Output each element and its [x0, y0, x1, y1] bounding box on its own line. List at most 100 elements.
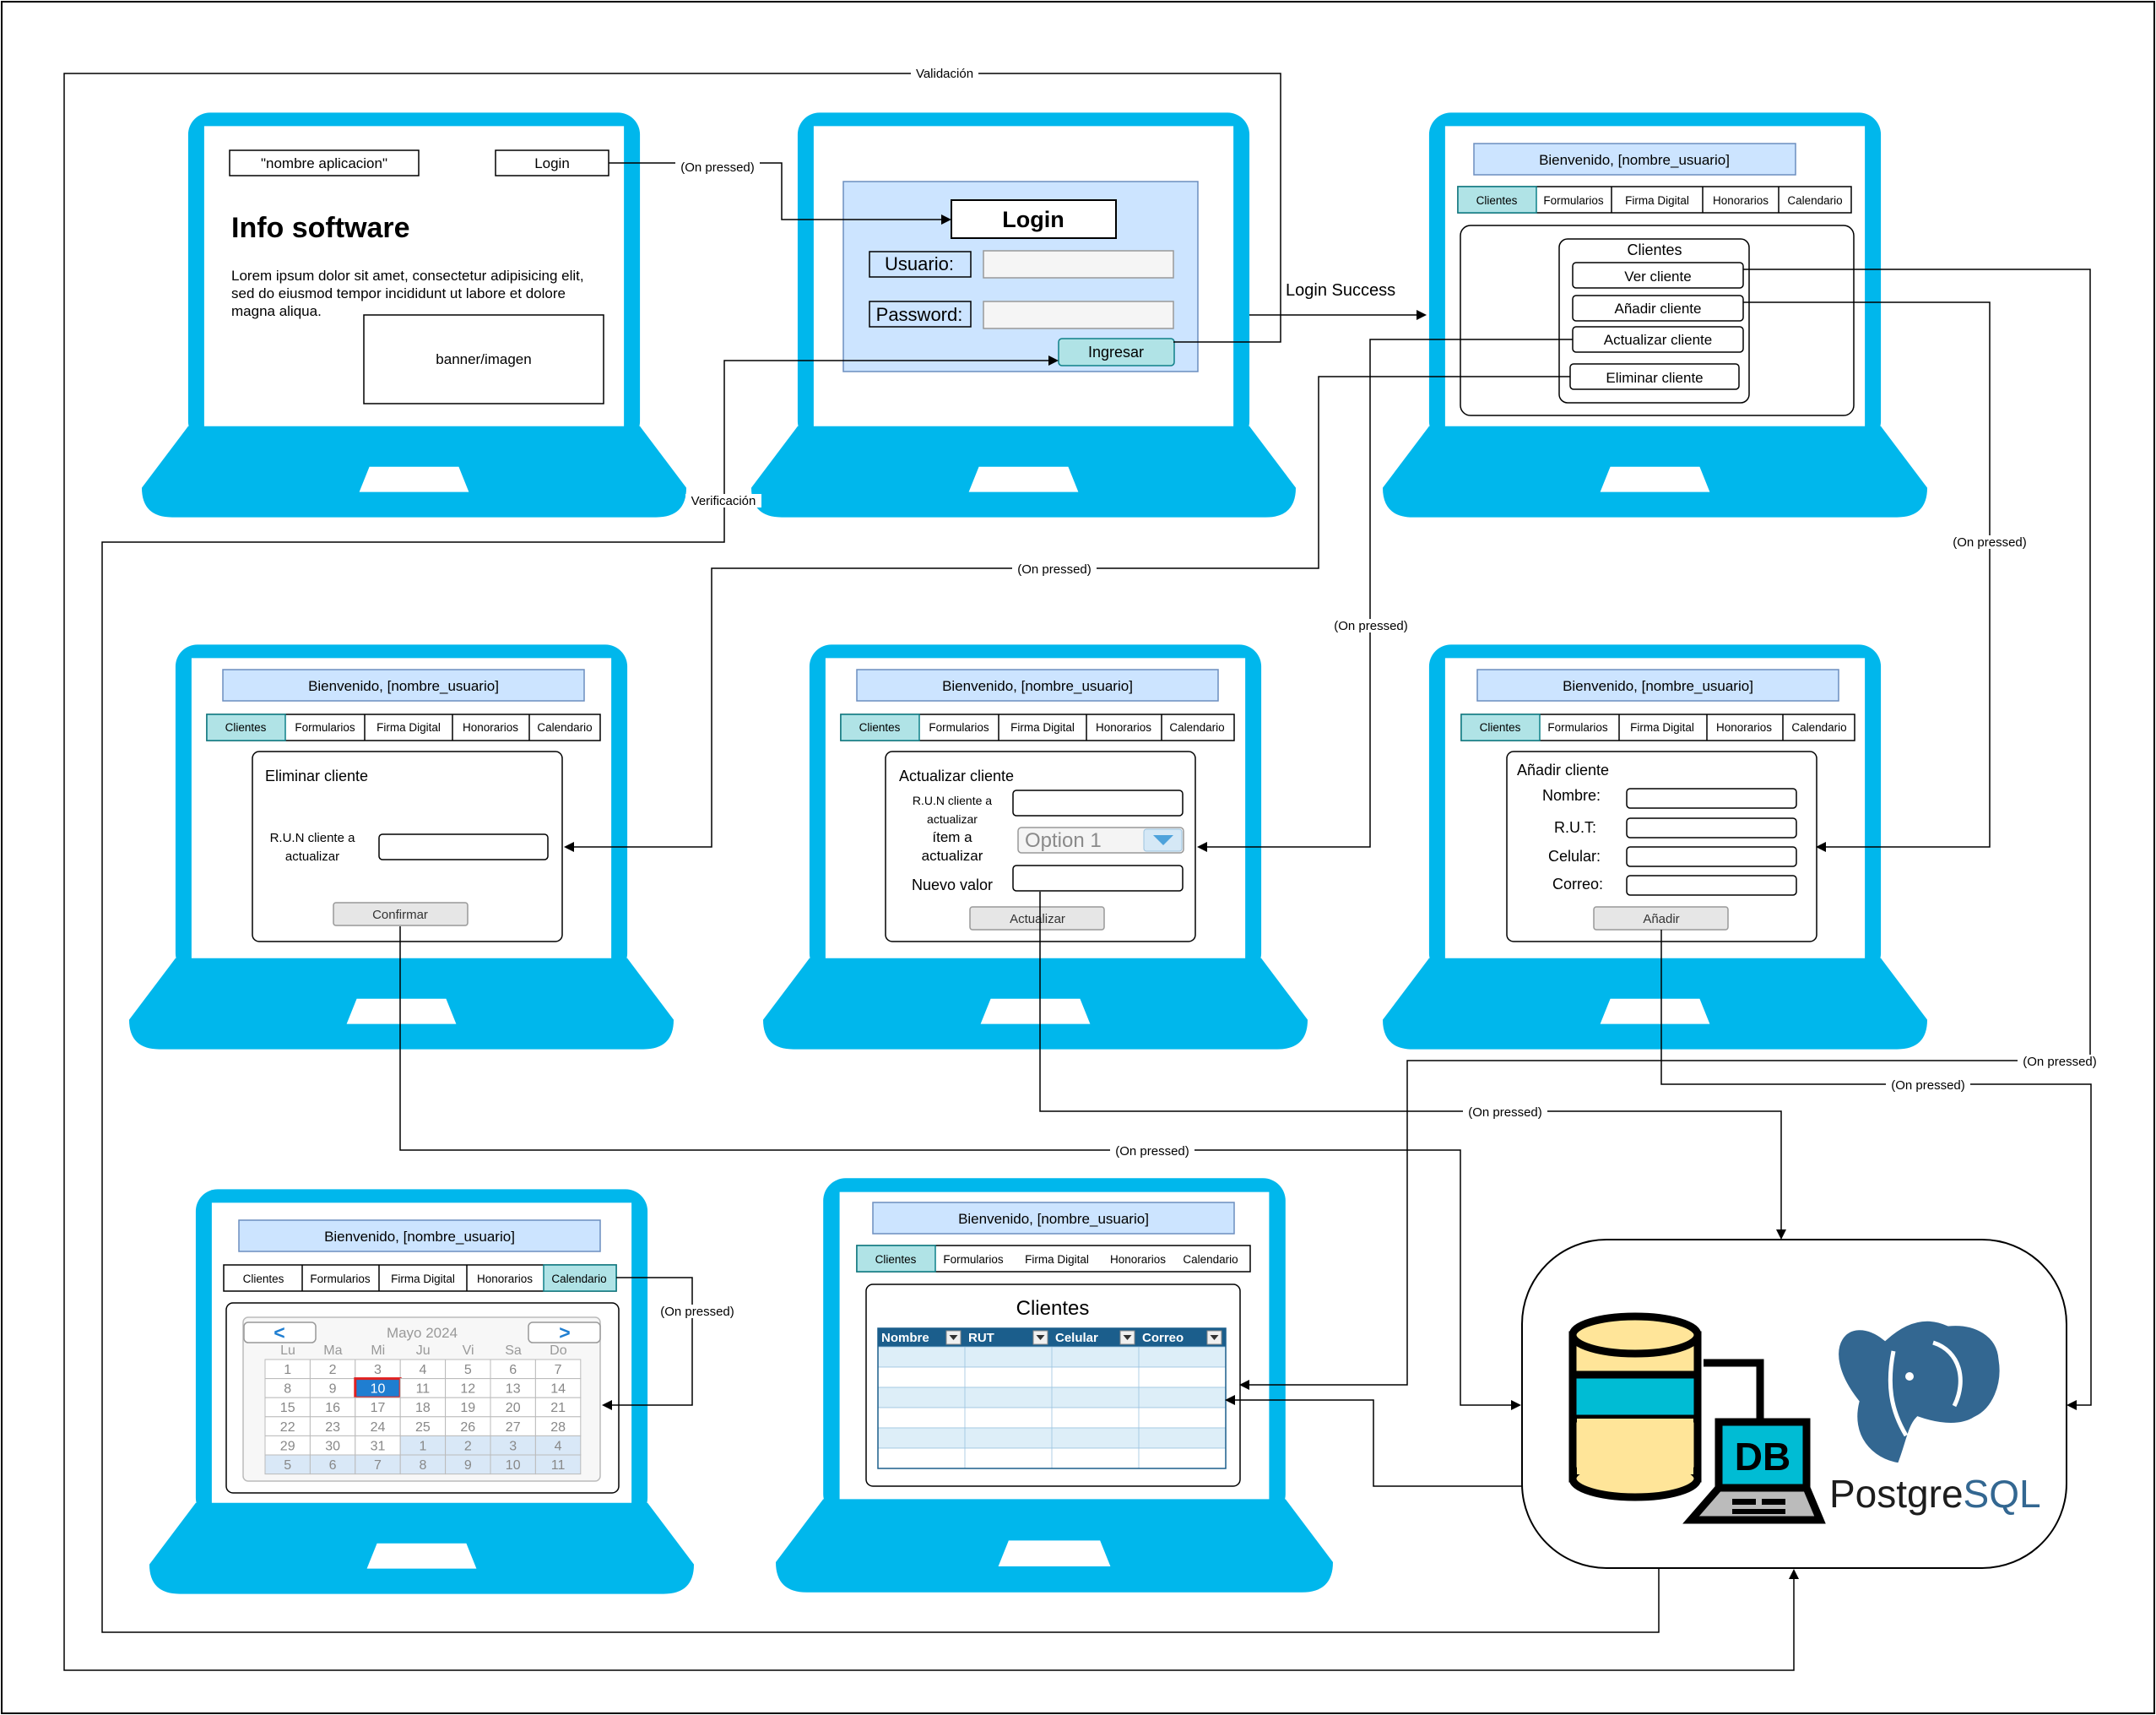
- anadir-cliente-button[interactable]: [1572, 295, 1744, 322]
- tab-clientes[interactable]: Clientes: [243, 1273, 284, 1285]
- calendar-prev-button[interactable]: [243, 1322, 317, 1343]
- tab-honorarios[interactable]: Honorarios: [1713, 194, 1769, 207]
- edge-actualizar: [1197, 339, 1573, 852]
- calendar-month: Mayo 2024: [387, 1325, 458, 1341]
- tab-firma-digital[interactable]: Firma Digital: [1630, 721, 1694, 734]
- dropdown-arrow-icon: [1036, 1335, 1045, 1340]
- tab-honorarios[interactable]: Honorarios: [1096, 721, 1151, 734]
- weekday-label: Ma: [323, 1343, 342, 1358]
- tab-calendario[interactable]: Calendario: [1169, 721, 1224, 734]
- db-badge: DB: [1735, 1435, 1790, 1479]
- label-login-success: Login Success: [1286, 281, 1395, 300]
- screen-ver-clientes: Bienvenido, [nombre_usuario] Clientes Fo…: [856, 1202, 1251, 1487]
- confirmar-button[interactable]: [333, 902, 469, 926]
- nuevo-valor-input[interactable]: [1012, 865, 1184, 892]
- label-validacion: Validación: [916, 67, 973, 81]
- tab-honorarios[interactable]: Honorarios: [463, 721, 518, 734]
- edge-ver: [1239, 269, 2091, 1390]
- calendar-day-label: 12: [460, 1382, 475, 1397]
- tab-clientes[interactable]: [206, 714, 286, 741]
- database-node: DB PostgreSQL: [1521, 1239, 2067, 1569]
- anadir-cliente-label: Añadir cliente: [1614, 301, 1701, 317]
- table-column-header: Celular: [1055, 1331, 1098, 1345]
- clientes-menu-title: Clientes: [1627, 242, 1682, 258]
- tab-clientes[interactable]: [1460, 714, 1541, 741]
- correo-input[interactable]: [1626, 875, 1797, 896]
- calendar-day[interactable]: [534, 1454, 582, 1475]
- tab-firma-digital[interactable]: Firma Digital: [1025, 1253, 1089, 1266]
- ver-cliente-button[interactable]: [1572, 262, 1744, 289]
- item-select-value: Option 1: [1025, 829, 1102, 852]
- tab-firma-digital[interactable]: Firma Digital: [376, 721, 441, 734]
- welcome-label: Bienvenido, [nombre_usuario]: [942, 678, 1133, 694]
- calendar-day-label: 22: [280, 1420, 295, 1435]
- calendar-day-label: 30: [325, 1439, 340, 1453]
- postgres-wordmark: PostgreSQL: [1829, 1472, 2041, 1516]
- calendar-day-label: 31: [371, 1439, 386, 1453]
- eliminar-run-input[interactable]: [378, 833, 549, 860]
- tab-honorarios[interactable]: Honorarios: [1716, 721, 1772, 734]
- tab-firma-digital[interactable]: Firma Digital: [1625, 194, 1689, 207]
- tab-formularios[interactable]: Formularios: [943, 1253, 1004, 1266]
- calendar-day-label: 3: [509, 1439, 517, 1453]
- calendar-day-label: 15: [280, 1401, 295, 1415]
- table-column-header: Correo: [1142, 1331, 1184, 1345]
- banner-label: banner/imagen: [436, 351, 531, 367]
- actualizar-button[interactable]: [969, 906, 1105, 931]
- calendar-day-label: 18: [415, 1401, 431, 1415]
- login-title: Login: [1002, 207, 1064, 232]
- banner-image: [363, 314, 604, 404]
- tab-clientes[interactable]: [840, 714, 920, 741]
- tab-firma-digital[interactable]: Firma Digital: [391, 1273, 455, 1285]
- calendar-day-label: 13: [506, 1382, 521, 1397]
- tab-clientes-label: Clientes: [875, 1253, 917, 1266]
- tab-honorarios[interactable]: Honorarios: [1110, 1253, 1166, 1266]
- calendar-day-label: 5: [284, 1458, 291, 1473]
- calendar-day-label: 9: [464, 1458, 472, 1473]
- actualizar-run-input[interactable]: [1012, 790, 1184, 817]
- nombre-label: Nombre:: [1542, 787, 1601, 804]
- calendar-day-label: 9: [329, 1382, 337, 1397]
- label-on-pressed-actualizar: (On pressed): [1334, 619, 1408, 633]
- calendar-day-label: 1: [284, 1363, 291, 1377]
- rut-input[interactable]: [1626, 817, 1797, 839]
- tab-honorarios[interactable]: Honorarios: [477, 1273, 533, 1285]
- ingresar-button[interactable]: [1058, 338, 1175, 366]
- edge-anadir: [1743, 301, 1991, 852]
- eliminar-title: Eliminar cliente: [265, 768, 368, 784]
- username-input[interactable]: [983, 250, 1174, 279]
- password-input[interactable]: [983, 301, 1174, 329]
- edge-confirmar-db: [399, 926, 1521, 1410]
- nuevo-valor-label: Nuevo valor: [912, 876, 993, 893]
- tab-calendario[interactable]: Calendario: [1787, 194, 1842, 207]
- calendar-day-label: 4: [555, 1439, 562, 1453]
- tab-formularios[interactable]: Formularios: [1547, 721, 1608, 734]
- tab-calendario[interactable]: Calendario: [1183, 1253, 1238, 1266]
- calendar-day-label: 4: [419, 1363, 426, 1377]
- celular-input[interactable]: [1626, 846, 1797, 867]
- tab-calendario[interactable]: Calendario: [1791, 721, 1846, 734]
- landing-login-label: Login: [534, 155, 570, 171]
- item-select[interactable]: [1017, 827, 1184, 854]
- actualizar-run-label-1: R.U.N cliente a: [913, 794, 992, 807]
- tab-formularios[interactable]: Formularios: [310, 1273, 371, 1285]
- landing-login-button[interactable]: [495, 149, 609, 176]
- tab-firma-digital[interactable]: Firma Digital: [1010, 721, 1075, 734]
- tab-clientes-label: Clientes: [1480, 721, 1521, 734]
- welcome-label: Bienvenido, [nombre_usuario]: [958, 1211, 1149, 1227]
- tab-formularios[interactable]: Formularios: [1543, 194, 1604, 207]
- screen-calendario: Bienvenido, [nombre_usuario] Clientes Fo…: [223, 1219, 620, 1494]
- tab-calendario[interactable]: [543, 1264, 617, 1292]
- calendar-day-label: 23: [325, 1420, 340, 1435]
- tab-formularios[interactable]: Formularios: [929, 721, 989, 734]
- tab-calendario[interactable]: Calendario: [537, 721, 592, 734]
- tab-clientes[interactable]: [856, 1245, 936, 1273]
- nombre-input[interactable]: [1626, 788, 1797, 809]
- calendar-next-button[interactable]: [528, 1322, 601, 1343]
- calendar-day-label: 3: [374, 1363, 382, 1377]
- tab-clientes[interactable]: [1457, 186, 1537, 214]
- tab-formularios[interactable]: Formularios: [295, 721, 355, 734]
